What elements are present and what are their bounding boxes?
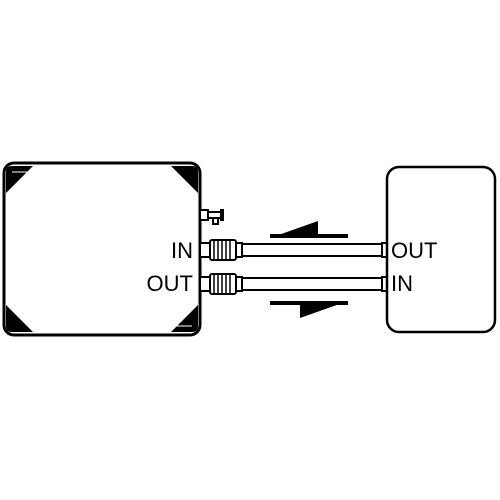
corner-bracket-top-right xyxy=(171,166,198,193)
corner-bracket-top-left xyxy=(6,166,33,193)
left-out-connector xyxy=(199,273,243,295)
right-out-label: OUT xyxy=(391,238,437,263)
left-device: IN OUT xyxy=(2,161,243,337)
tube-top xyxy=(241,243,387,257)
tube-bottom xyxy=(241,277,387,291)
arrow-right-icon xyxy=(270,301,348,318)
left-in-connector xyxy=(199,239,243,261)
left-in-label: IN xyxy=(171,238,193,263)
right-device: OUT IN xyxy=(385,165,497,334)
right-device-body xyxy=(385,165,497,334)
valve-fitting xyxy=(199,209,224,225)
corner-bracket-bottom-left xyxy=(6,305,33,332)
corner-bracket-bottom-right xyxy=(171,305,198,332)
arrow-left-icon xyxy=(270,221,348,238)
right-in-label: IN xyxy=(391,271,413,296)
left-out-label: OUT xyxy=(147,271,193,296)
